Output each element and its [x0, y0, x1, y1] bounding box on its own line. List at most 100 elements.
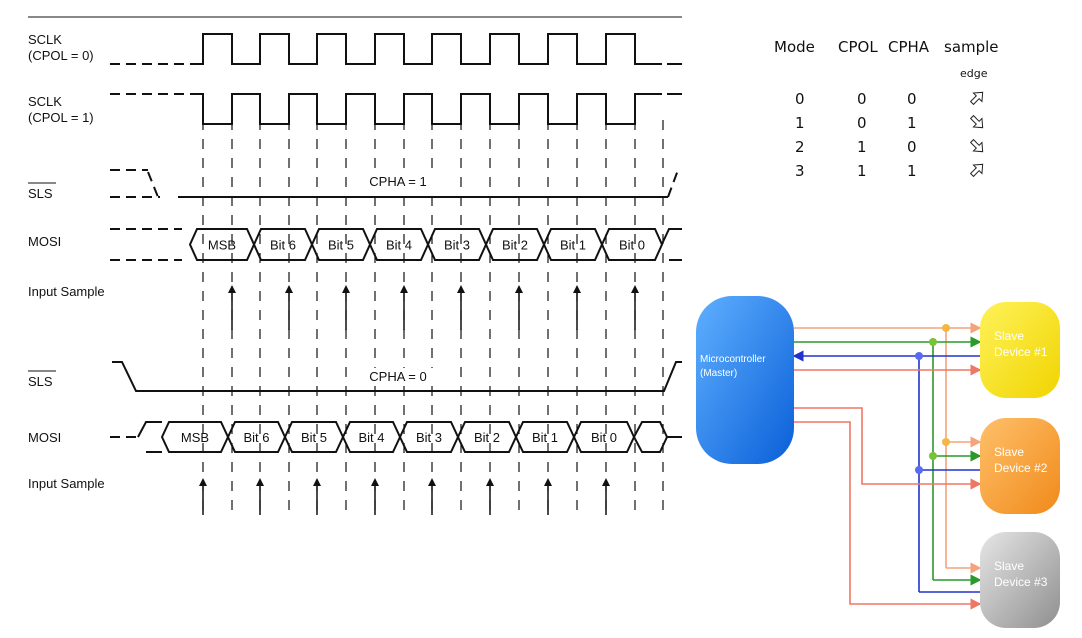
table-cell: 1 [907, 114, 917, 132]
falling-edge-icon [969, 138, 984, 153]
sclk-cpol0-waveform [190, 33, 662, 65]
slave-1-label-1: Slave [994, 329, 1024, 343]
sample-arrow-head [285, 285, 293, 293]
signal-miso: MISO [824, 346, 847, 356]
mosi-bit-cell [600, 228, 664, 261]
sclk-cpol1-waveform [190, 93, 662, 125]
mosi-bit-label: Bit 3 [444, 238, 470, 253]
sls1-rise [667, 169, 679, 198]
signal-sclk: SCLK [824, 318, 848, 328]
mosi-bit-label: MSB [208, 238, 236, 253]
table-cell: 0 [907, 90, 917, 108]
mosi-bit-label: Bit 0 [591, 430, 617, 445]
slave-device-1 [980, 302, 1060, 398]
sls0-label: SLS [28, 374, 53, 389]
cpha0-label: CPHA = 0 [369, 369, 426, 384]
slave-1-label-2: Device #1 [994, 345, 1048, 359]
table-cell: 0 [907, 138, 917, 156]
table-header-mode: Mode [774, 38, 815, 56]
sample-arrow-head [486, 478, 494, 486]
microcontroller-master-block [696, 296, 794, 464]
edge-arrow-shape [969, 138, 984, 153]
cpha1-bg [358, 173, 438, 189]
mosi1-tail [661, 228, 682, 261]
table-cell: 1 [857, 162, 867, 180]
mosi0-bus: MSB Bit 6 Bit 5 Bit 4 Bit 3 Bit 2 Bit 1 Bit 0 [137, 421, 682, 453]
sample-arrow-head [573, 285, 581, 293]
signal-ss3: /SS3 [824, 412, 844, 422]
sample-arrow-head [371, 478, 379, 486]
input-sample0-label: Input Sample [28, 476, 105, 491]
input-sample1-arrows [228, 285, 639, 330]
spi-bus-wires [792, 322, 982, 610]
input-sample0-arrows [199, 478, 610, 515]
sample-arrow-head [631, 285, 639, 293]
slave-2-label-2: Device #2 [994, 461, 1048, 475]
mosi-bit-label: Bit 4 [386, 238, 412, 253]
mosi0-lead [137, 421, 162, 453]
slave-3-label-2: Device #3 [994, 575, 1048, 589]
table-header-edge: edge [960, 67, 988, 80]
sample-arrow-head [199, 478, 207, 486]
table-cell: 0 [795, 90, 805, 108]
table-cell: 0 [857, 90, 867, 108]
bus-junction-dot [942, 324, 950, 332]
sls0-waveform [112, 361, 682, 392]
mosi-bit-label: MSB [181, 430, 209, 445]
ss3-wire [794, 421, 982, 610]
mosi0-label: MOSI [28, 430, 61, 445]
cpha1-label: CPHA = 1 [369, 174, 426, 189]
rising-edge-icon [969, 91, 984, 106]
slave-device-3 [980, 532, 1060, 628]
mosi-bit-label: Bit 1 [560, 238, 586, 253]
edge-arrow-shape [969, 163, 984, 178]
mosi-bit-label: Bit 2 [502, 238, 528, 253]
sample-arrow-head [256, 478, 264, 486]
table-cell: 1 [857, 138, 867, 156]
sample-arrow-head [228, 285, 236, 293]
signal-mosi: MOSI [824, 332, 847, 342]
mosi-bit-label: Bit 5 [328, 238, 354, 253]
sample-arrow-head [342, 285, 350, 293]
slave-2-label-1: Slave [994, 445, 1024, 459]
mosi-bit-label: Bit 4 [358, 430, 384, 445]
mosi-bit-label: Bit 3 [416, 430, 442, 445]
input-sample1-label: Input Sample [28, 284, 105, 299]
falling-edge-icon [969, 114, 984, 129]
rising-edge-icon [969, 163, 984, 178]
signal-ss2: /SS2 [824, 398, 844, 408]
table-cell: 0 [857, 114, 867, 132]
bus-junction-dot [915, 466, 923, 474]
cpha0-bg [358, 368, 438, 384]
sample-arrow-head [428, 478, 436, 486]
sample-arrow-head [515, 285, 523, 293]
bus-junction-dot [942, 438, 950, 446]
sample-arrow-head [602, 478, 610, 486]
sclk-cpol1-label-2: (CPOL = 1) [28, 110, 94, 125]
bus-junction-dot [929, 452, 937, 460]
mosi-bit-label: Bit 1 [532, 430, 558, 445]
bus-junction-dot [929, 338, 937, 346]
mosi-bit-label: Bit 6 [270, 238, 296, 253]
ss2-wire [794, 407, 982, 490]
bus-junction-dot [915, 352, 923, 360]
table-header-sample: sample [944, 38, 999, 56]
mosi1-label: MOSI [28, 234, 61, 249]
edge-arrow-shape [969, 114, 984, 129]
sls1-label: SLS [28, 186, 53, 201]
mosi-bit-label: Bit 5 [301, 430, 327, 445]
mosi1-bus: MSB Bit 6 Bit 5 Bit 4 Bit 3 Bit 2 Bit 1 Bit 0 [188, 228, 682, 261]
slave-3-label-1: Slave [994, 559, 1024, 573]
table-cell: 2 [795, 138, 805, 156]
mosi0-trailing-cell [632, 421, 669, 453]
sample-arrow-head [457, 285, 465, 293]
mosi-bit-label: Bit 2 [474, 430, 500, 445]
mosi-bit-label: Bit 6 [243, 430, 269, 445]
table-cell: 3 [795, 162, 805, 180]
signal-ss1: /SS1 [824, 360, 844, 370]
sample-arrow-head [400, 285, 408, 293]
sclk-cpol0-label-1: SCLK [28, 32, 62, 47]
mosi-bit-label: Bit 0 [619, 238, 645, 253]
